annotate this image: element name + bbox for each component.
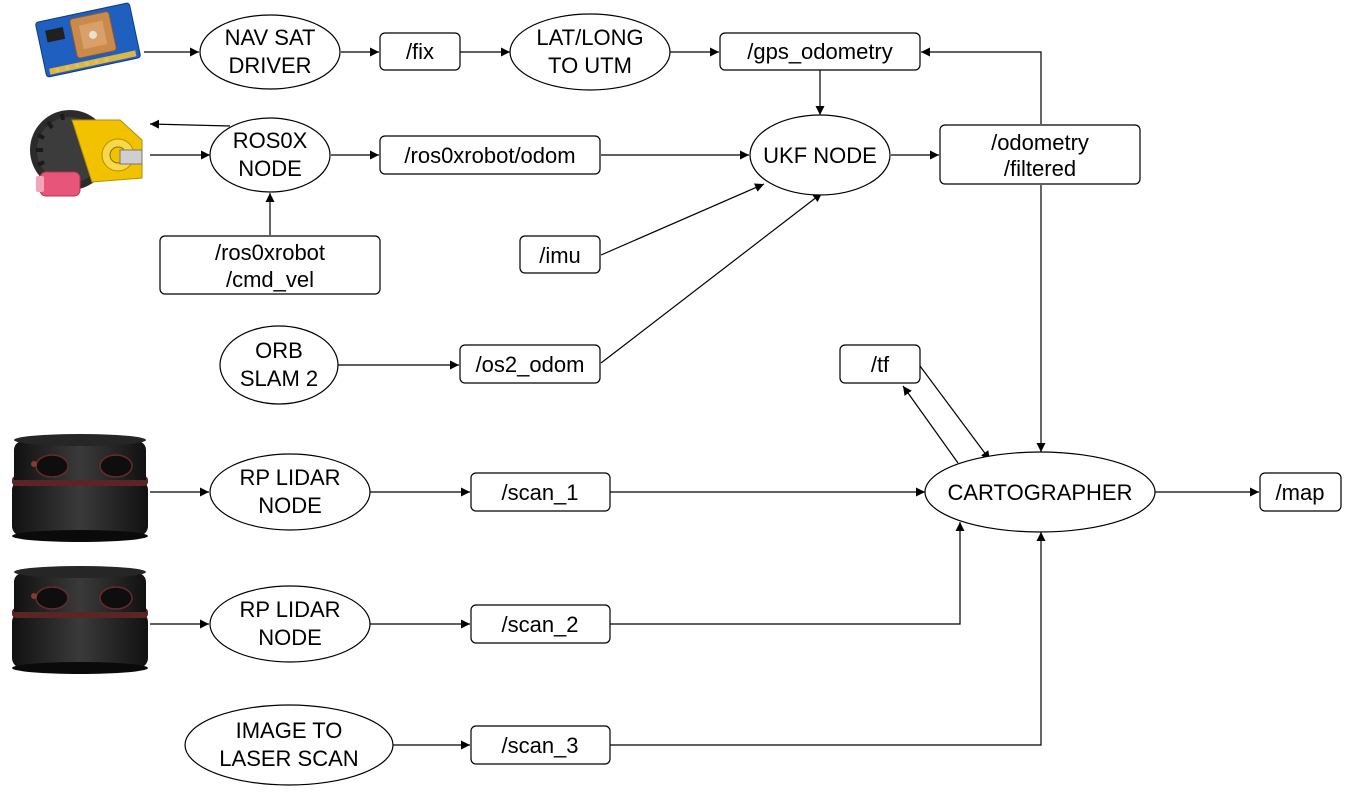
topic-gps-odometry: /gps_odometry (719, 32, 921, 71)
node-ukf: UKF NODE (749, 114, 891, 196)
edge-odometry-filtered-to-gps-odometry (921, 47, 1042, 124)
node-label: LAT/LONG (536, 25, 643, 50)
topic-label: /ros0xrobot/odom (404, 143, 575, 168)
topic-label: /scan_2 (501, 612, 578, 637)
gps-module-image (35, 2, 141, 78)
topic-label: /cmd_vel (226, 267, 314, 292)
node-label: NODE (238, 156, 302, 181)
topic-label: /ros0xrobot (215, 240, 325, 265)
node-rp-lidar-2: RP LIDAR NODE (209, 585, 371, 663)
node-orb-slam2: ORB SLAM 2 (219, 325, 339, 405)
topic-label: /map (1276, 480, 1325, 505)
lidar-sensor-image (12, 434, 148, 542)
node-cartographer: CARTOGRAPHER (924, 451, 1156, 533)
node-label: ORB (255, 338, 303, 363)
topic-label: /imu (539, 243, 581, 268)
topic-label: /scan_1 (501, 480, 578, 505)
node-label: NODE (258, 625, 322, 650)
edge-os2odom-to-ukf (600, 192, 823, 364)
node-label: RP LIDAR (239, 597, 340, 622)
edges (144, 47, 1259, 750)
edge-imu-to-ukf (600, 183, 765, 256)
edge-scan3-to-cartographer (610, 532, 1046, 746)
topic-map: /map (1259, 472, 1342, 512)
node-nav-sat-driver: NAV SAT DRIVER (199, 14, 341, 90)
topic-label: /tf (871, 352, 890, 377)
edge-tf-to-cartographer (919, 365, 991, 461)
node-lat-long-to-utm: LAT/LONG TO UTM (509, 13, 671, 91)
topic-scan-1: /scan_1 (470, 472, 611, 512)
topic-label: /gps_odometry (747, 39, 893, 64)
topic-label: /fix (406, 39, 434, 64)
node-label: IMAGE TO (236, 718, 343, 743)
topic-imu: /imu (519, 235, 601, 274)
edge-cartographer-to-tf (902, 385, 959, 464)
topic-label: /scan_3 (501, 733, 578, 758)
node-rp-lidar-1: RP LIDAR NODE (209, 453, 371, 531)
node-label: ROS0X (233, 128, 308, 153)
node-label: TO UTM (548, 53, 632, 78)
node-label: NAV SAT (225, 25, 316, 50)
topic-label: /odometry (991, 130, 1089, 155)
edge-scan2-to-cartographer (610, 522, 965, 625)
topic-tf: /tf (839, 344, 921, 384)
topic-scan-2: /scan_2 (470, 604, 611, 644)
node-label: DRIVER (228, 53, 311, 78)
topic-label: /os2_odom (476, 352, 585, 377)
node-ros0x: ROS0X NODE (209, 117, 331, 193)
edge-ros0x-to-wheel (149, 119, 231, 129)
node-label: UKF NODE (763, 143, 877, 168)
topic-odometry-filtered: /odometry /filtered (939, 124, 1141, 185)
node-label: NODE (258, 493, 322, 518)
node-label: RP LIDAR (239, 465, 340, 490)
topic-os2-odom: /os2_odom (459, 344, 601, 384)
topic-ros0xrobot-odom: /ros0xrobot/odom (379, 135, 601, 175)
node-label: SLAM 2 (240, 366, 318, 391)
topic-cmd-vel: /ros0xrobot /cmd_vel (159, 235, 381, 295)
node-label: LASER SCAN (219, 746, 358, 771)
robot-wheel-image (30, 110, 143, 197)
node-image-to-laser-scan: IMAGE TO LASER SCAN (184, 704, 394, 786)
node-label: CARTOGRAPHER (947, 480, 1132, 505)
topic-fix: /fix (379, 32, 461, 71)
topic-label: /filtered (1004, 156, 1076, 181)
lidar-sensor-image (12, 566, 148, 674)
topic-scan-3: /scan_3 (470, 725, 611, 765)
